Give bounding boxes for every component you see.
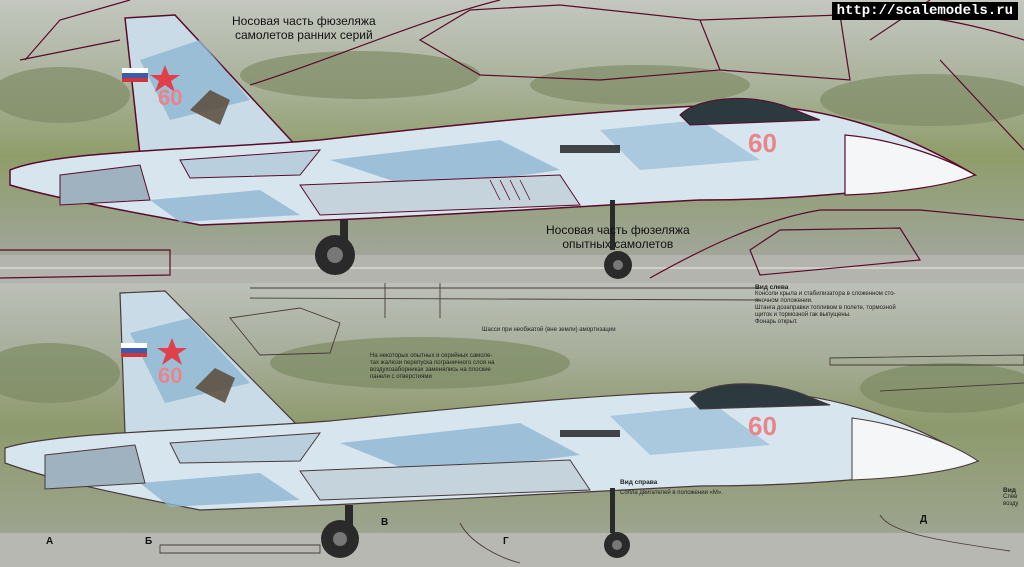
- landing-gear-top: [315, 200, 632, 279]
- blueprint-outline-prototype-nose: [0, 209, 1024, 279]
- section-letter-g: Г: [503, 536, 509, 547]
- cut-view-text-1: Слев: [1003, 494, 1018, 500]
- eagle-emblem-bottom: [195, 368, 235, 403]
- louver-note-line-4: панели с отверстиями: [370, 374, 432, 380]
- right-view-note: Вид справа Сопла двигателей в положении …: [620, 479, 723, 497]
- landing-gear-bottom: [321, 488, 630, 558]
- right-view-title: Вид справа: [620, 479, 658, 486]
- early-nose-caption-line2: самолетов ранних серий: [234, 28, 373, 42]
- louver-note-line-2: тах жалюзи перепуска пограничного слоя н…: [370, 360, 495, 366]
- louver-note-line-1: На некоторых опытных и серийных самоле-: [370, 353, 493, 359]
- blueprint-outline-bottom: [159, 283, 1024, 564]
- eagle-emblem: [190, 90, 230, 125]
- left-view-note: Вид слева Консоли крыла и стабилизатора …: [755, 284, 985, 326]
- red-star-emblem-bottom: [157, 338, 187, 365]
- watermark-url: http://scalemodels.ru: [831, 2, 1018, 20]
- left-view-text-5: Фонарь открыт.: [755, 319, 798, 325]
- left-view-text-1: Консоли крыла и стабилизатора в сложенно…: [755, 291, 896, 297]
- cut-view-title: Вид: [1003, 487, 1016, 494]
- cut-view-text-2: возду: [1003, 501, 1019, 507]
- nose-number-bottom: 60: [748, 411, 777, 441]
- bottom-photo-panel: 60 60 Вид слева Консоли крыла и стабилиз…: [0, 283, 1024, 567]
- top-photo-scene: [0, 0, 1024, 283]
- cut-view-note: Вид Слев возду: [1003, 487, 1019, 508]
- su33-side-profile-bottom: [4, 290, 980, 558]
- section-letter-d: Д: [920, 514, 928, 525]
- red-star-emblem: [150, 65, 180, 92]
- section-letter-b: Б: [145, 536, 153, 547]
- gear-note: Шасси при необжатой (вне земли) амортиза…: [482, 327, 616, 333]
- left-view-text-2: яночном положении.: [755, 298, 813, 304]
- bottom-photo-scene: [0, 283, 1024, 567]
- prototype-nose-caption: Носовая часть фюзеляжа опытных самолетов: [546, 223, 690, 251]
- left-view-text-4: щиток и тормозной гак выпущены.: [755, 312, 851, 318]
- nose-number-top: 60: [748, 128, 777, 158]
- tail-number-top: 60: [158, 85, 183, 110]
- section-letter-v: В: [381, 517, 389, 528]
- left-view-text-3: Штанга дозаправки топливом в полете, тор…: [755, 305, 896, 311]
- left-view-title: Вид слева: [755, 284, 789, 291]
- early-nose-caption: Носовая часть фюзеляжа самолетов ранних …: [232, 14, 376, 42]
- right-view-text: Сопла двигателей в положении «М».: [620, 490, 723, 496]
- section-letter-a: А: [46, 536, 54, 547]
- louver-note-line-3: воздухозаборниках заменялись на плоские: [370, 367, 491, 373]
- prototype-nose-caption-line2: опытных самолетов: [562, 237, 674, 251]
- tail-number-bottom: 60: [158, 363, 183, 388]
- early-nose-caption-line1: Носовая часть фюзеляжа: [232, 14, 376, 28]
- prototype-nose-caption-line1: Носовая часть фюзеляжа: [546, 223, 690, 237]
- su33-side-profile-top: [9, 14, 978, 279]
- top-photo-panel: Носовая часть фюзеляжа самолетов ранних …: [0, 0, 1024, 283]
- louver-note: На некоторых опытных и серийных самоле- …: [370, 353, 530, 381]
